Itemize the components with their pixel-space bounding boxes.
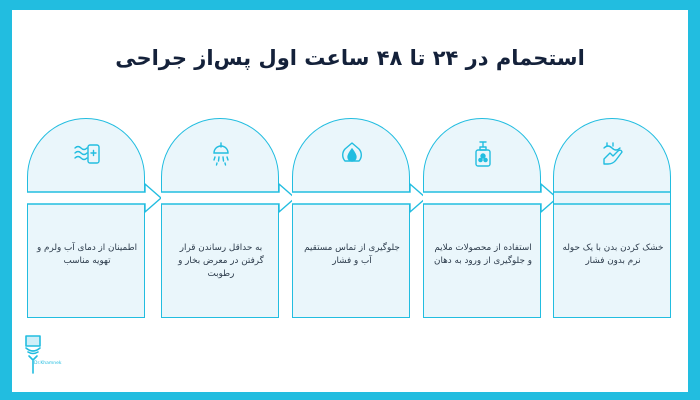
step-card: استفاده از محصولات ملایم و جلوگیری از ور… xyxy=(423,118,559,321)
shower-icon xyxy=(213,142,229,166)
step-text: خشک کردن بدن با یک حوله نرم بدون فشار xyxy=(562,243,664,266)
step-arch xyxy=(161,118,279,318)
step-arch xyxy=(423,118,541,318)
step-arrow xyxy=(553,191,671,205)
page-title: استحمام در ۲۴ تا ۴۸ ساعت اول پس‌از جراحی xyxy=(115,46,585,70)
step-card: اطمینان از دمای آب ولرم و تهویه مناسب xyxy=(27,118,163,321)
step-text: اطمینان از دمای آب ولرم و تهویه مناسب xyxy=(36,243,138,266)
step-arrow xyxy=(27,182,163,214)
step-arch xyxy=(27,118,145,318)
step-arch xyxy=(553,118,671,318)
step-card: جلوگیری از تماس مستقیم آب و فشار xyxy=(292,118,428,321)
tooth-logo-icon xyxy=(25,335,41,374)
step-arrow xyxy=(161,182,297,214)
step-arrow xyxy=(423,182,559,214)
step-arrow xyxy=(292,182,428,214)
logo-text: Dr.Khamnek xyxy=(34,361,62,366)
step-card: به حداقل رساندن قرار گرفتن در معرض بخار … xyxy=(161,118,297,321)
towel-hand-icon xyxy=(603,142,623,165)
step-text: جلوگیری از تماس مستقیم آب و فشار xyxy=(304,243,400,266)
heat-wave-icon xyxy=(74,144,100,164)
soap-dispenser-icon xyxy=(475,141,491,167)
step-card: خشک کردن بدن با یک حوله نرم بدون فشار xyxy=(553,118,673,321)
step-text: به حداقل رساندن قرار گرفتن در معرض بخار … xyxy=(178,243,264,279)
step-arch xyxy=(292,118,410,318)
water-drop-icon xyxy=(342,142,362,162)
step-text: استفاده از محصولات ملایم و جلوگیری از ور… xyxy=(434,243,532,266)
